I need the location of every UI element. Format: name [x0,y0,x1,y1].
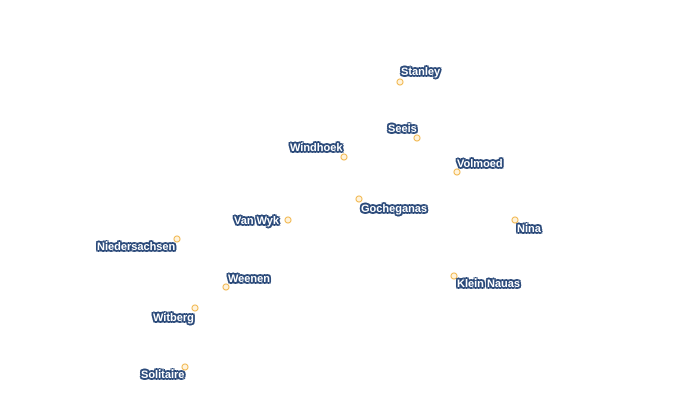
place-label: Gocheganas [361,203,428,215]
place-marker-icon[interactable] [450,272,458,280]
place-label: Windhoek [290,142,343,154]
place-marker-icon[interactable] [222,283,230,291]
place-marker-icon[interactable] [453,168,461,176]
place-marker-icon[interactable] [340,153,348,161]
place-marker-icon[interactable] [413,134,421,142]
place-marker-icon[interactable] [191,304,199,312]
place-marker-icon[interactable] [173,235,181,243]
place-marker-icon[interactable] [284,216,292,224]
place-label: Nina [517,223,541,235]
place-marker-icon[interactable] [511,216,519,224]
place-label: Volmoed [457,158,503,170]
place-label: Witberg [153,312,194,324]
place-marker-icon[interactable] [181,363,189,371]
place-label: Seeis [388,123,417,135]
place-label: Niedersachsen [97,241,176,253]
place-label: Klein Nauas [457,278,520,290]
place-marker-icon[interactable] [355,195,363,203]
place-label: Van Wyk [234,215,280,227]
place-label: Solitaire [141,369,185,381]
place-label: Weenen [228,273,270,285]
place-marker-icon[interactable] [396,78,404,86]
place-label: Stanley [401,66,441,78]
